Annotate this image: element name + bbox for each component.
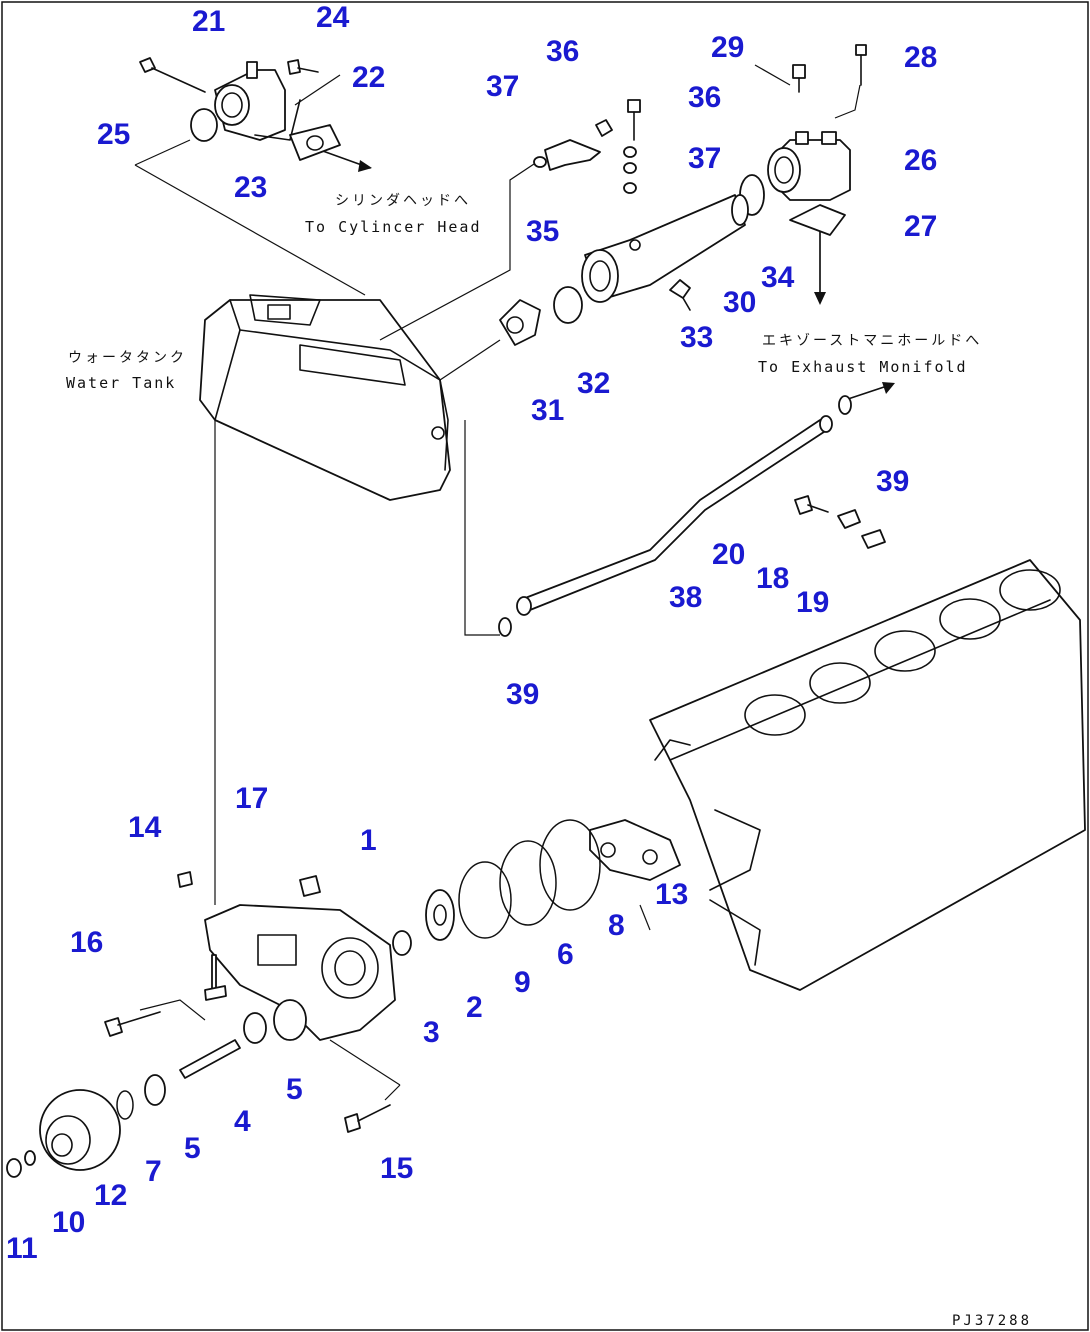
callout-label: 35: [526, 215, 559, 248]
callout-label: 39: [506, 678, 539, 711]
callout-label: 36: [546, 35, 579, 68]
callout-label: 37: [486, 70, 519, 103]
callout-label: 22: [352, 61, 385, 94]
callout-label: 9: [514, 966, 531, 999]
annotation-water-tank-en: Water Tank: [66, 374, 176, 392]
callout-label: 10: [52, 1206, 85, 1239]
callout-label: 15: [380, 1152, 413, 1185]
callout-label: 31: [531, 394, 564, 427]
callout-label: 36: [688, 81, 721, 114]
gaskets-and-seals: [458, 819, 681, 939]
drawing-code: PJ37288: [952, 1313, 1032, 1329]
callout-label: 33: [680, 321, 713, 354]
callout-label: 5: [286, 1073, 303, 1106]
annotation-cylinder-head-en: To Cylincer Head: [305, 218, 482, 236]
callout-label: 4: [234, 1105, 251, 1138]
water-pipe: [498, 395, 886, 637]
callout-label: 5: [184, 1132, 201, 1165]
callout-label: 28: [904, 41, 937, 74]
callout-label: 37: [688, 142, 721, 175]
callout-label: 1: [360, 824, 377, 857]
callout-label: 26: [904, 144, 937, 177]
callout-label: 2: [466, 991, 483, 1024]
callout-label: 21: [192, 5, 225, 38]
annotation-water-tank-jp: ウォータタンク: [68, 350, 187, 366]
flow-arrows: [319, 149, 895, 401]
callout-label: 23: [234, 171, 267, 204]
outlet-housing-assembly: [139, 57, 341, 161]
callout-label: 19: [796, 586, 829, 619]
exhaust-outlet-assembly: [739, 44, 867, 236]
callout-label: 25: [97, 118, 130, 151]
thermostat-housing-assembly: [499, 99, 749, 346]
annotation-exhaust-jp: エキゾーストマニホールドへ: [762, 333, 982, 349]
callout-label: 8: [608, 909, 625, 942]
callout-label: 13: [655, 878, 688, 911]
callout-label: 18: [756, 562, 789, 595]
callout-label: 17: [235, 782, 268, 815]
callout-label: 34: [761, 261, 795, 294]
callout-label: 16: [70, 926, 103, 959]
callout-label: 6: [557, 938, 574, 971]
callout-label: 14: [128, 811, 162, 844]
callout-label: 11: [6, 1232, 38, 1265]
callout-label: 3: [423, 1016, 440, 1049]
callout-label: 32: [577, 367, 610, 400]
callout-label: 20: [712, 538, 745, 571]
part-callouts: 1 2 3 4 5 5 6 7 8 9 10 11 12 13 14 15 16…: [6, 1, 937, 1265]
water-pump-assembly: [6, 871, 455, 1178]
water-tank: [199, 294, 451, 501]
callout-label: 30: [723, 286, 756, 319]
callout-label: 39: [876, 465, 909, 498]
annotation-cylinder-head-jp: シリンダヘッドへ: [335, 193, 471, 209]
callout-label: 24: [316, 1, 350, 34]
callout-label: 29: [711, 31, 744, 64]
callout-label: 27: [904, 210, 937, 243]
callout-label: 12: [94, 1179, 127, 1212]
callout-label: 38: [669, 581, 702, 614]
annotation-exhaust-en: To Exhaust Monifold: [758, 358, 968, 376]
callout-label: 7: [145, 1155, 162, 1188]
cylinder-block: [649, 559, 1086, 991]
